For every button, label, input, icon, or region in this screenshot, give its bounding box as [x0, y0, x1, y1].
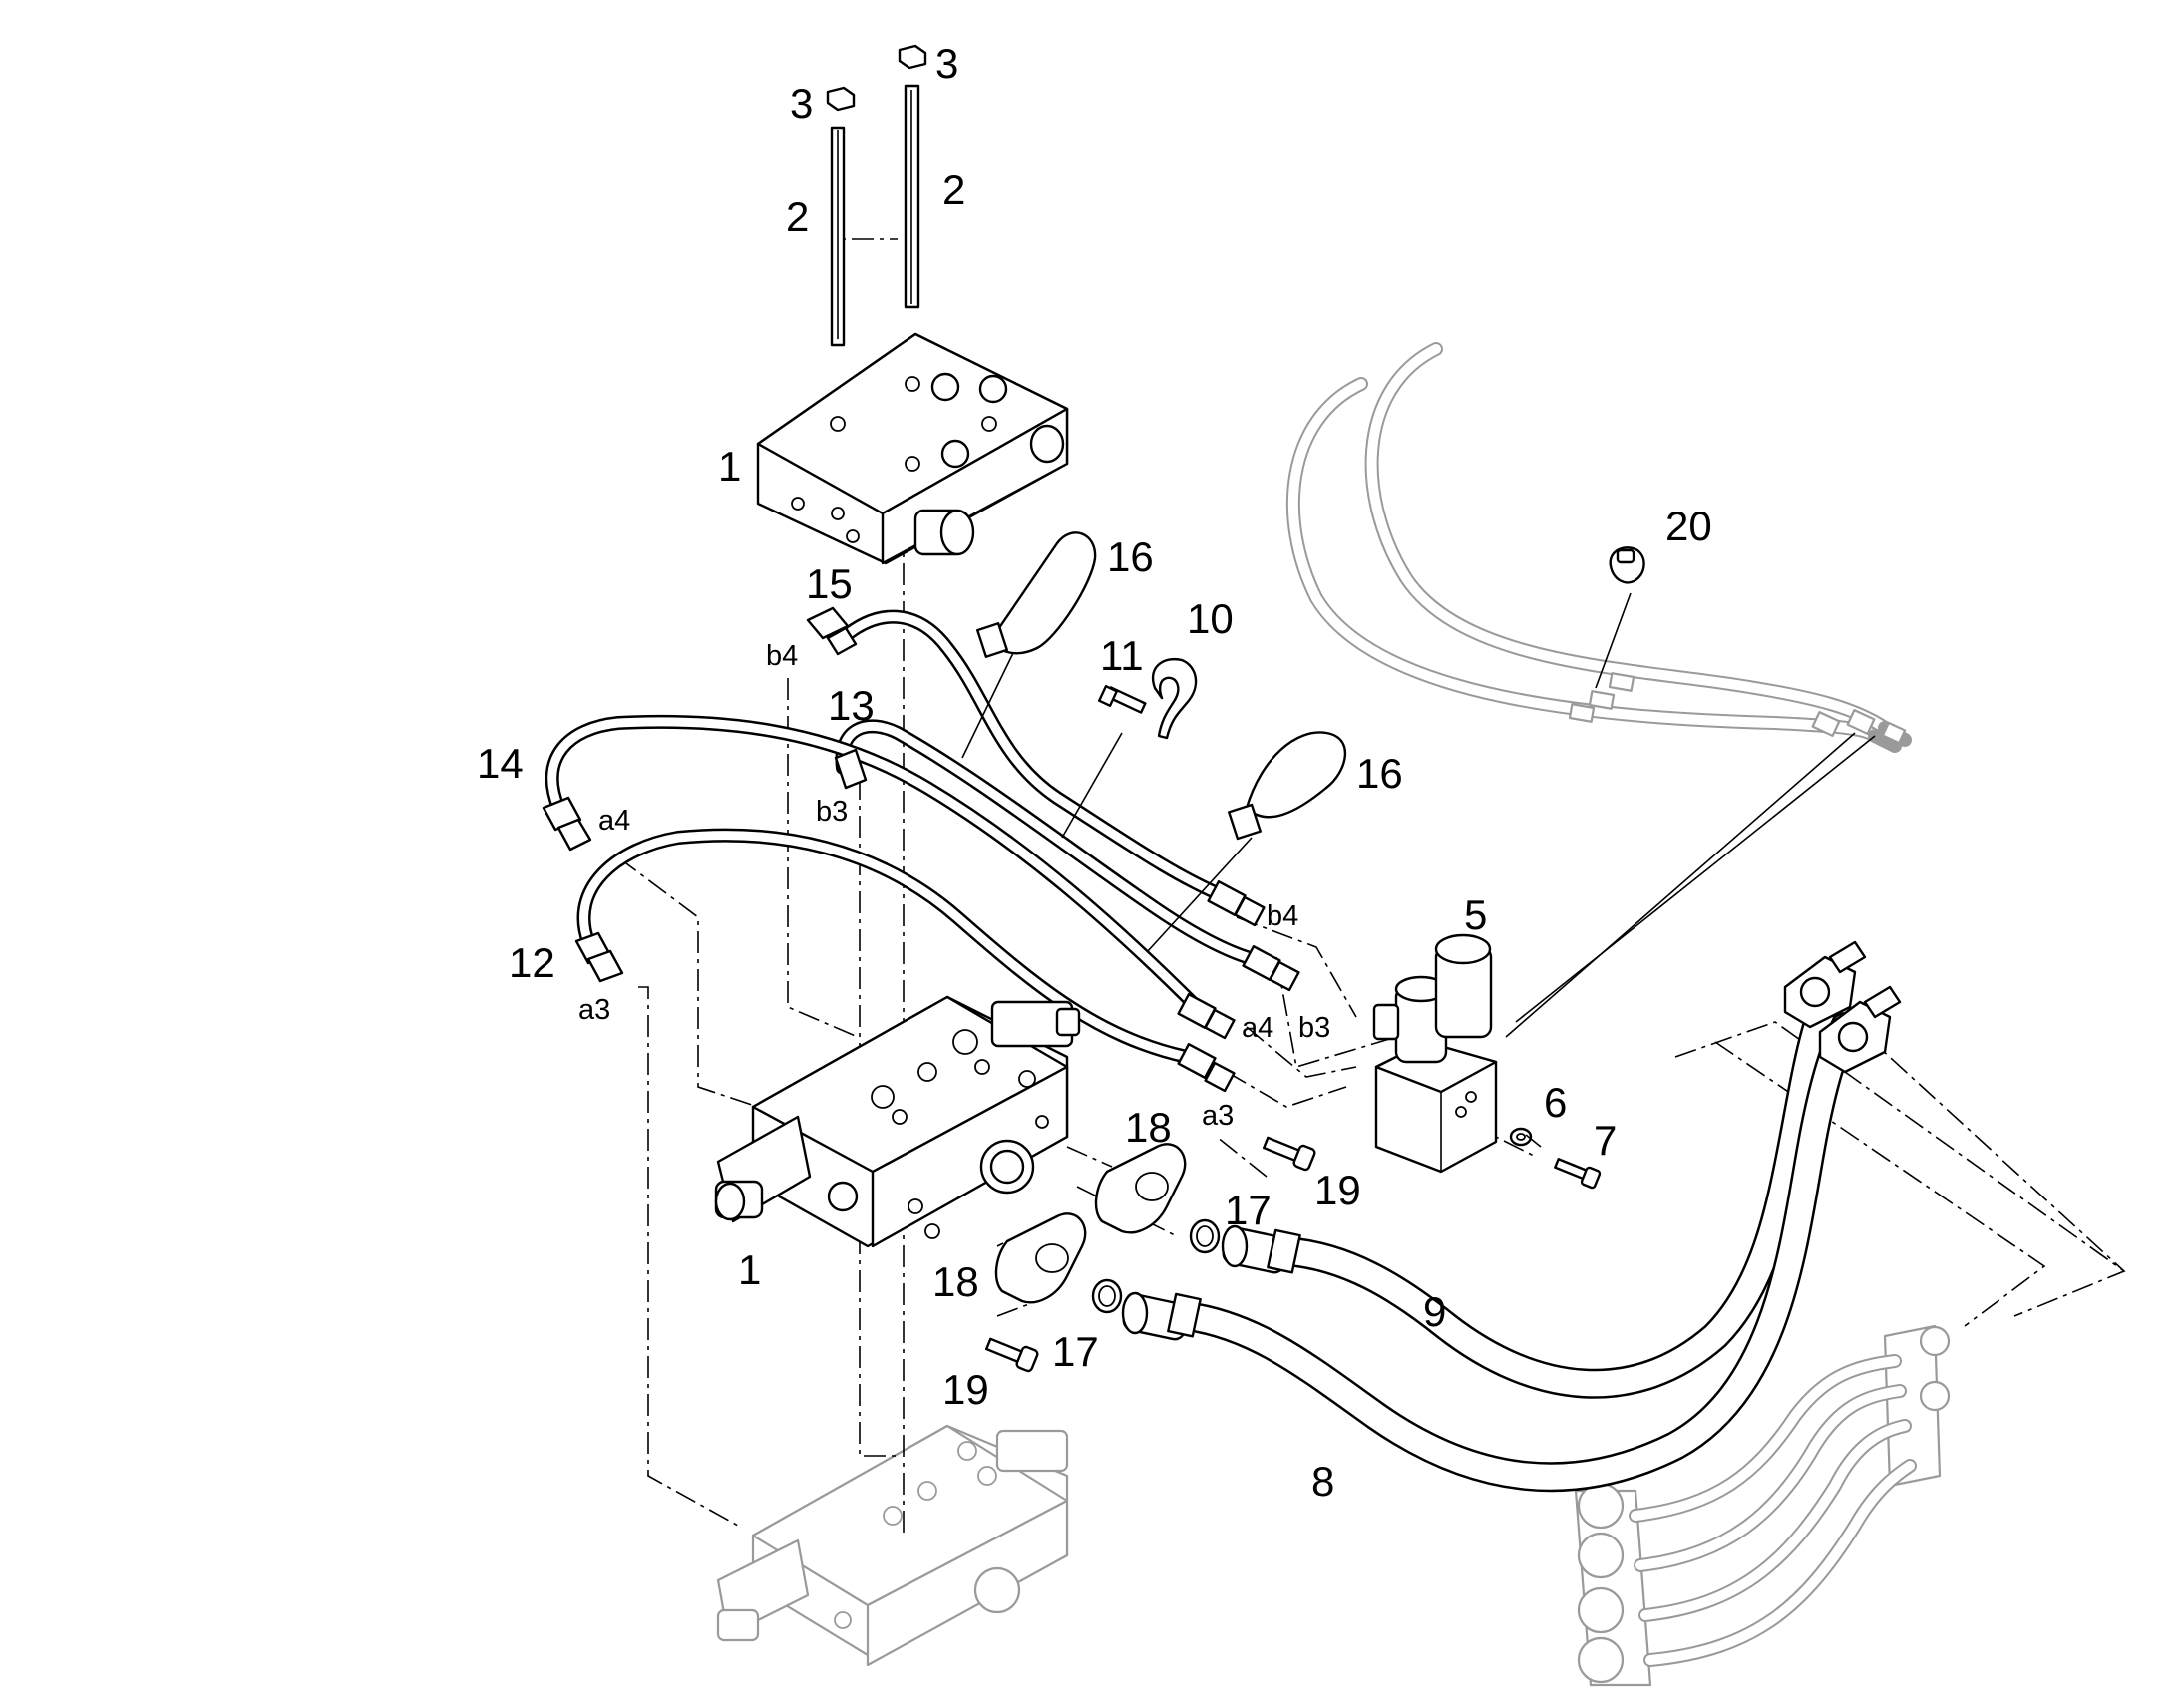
port-label-b4-top: b4 [766, 640, 798, 672]
callout-8: 8 [1311, 1458, 1334, 1505]
callout-16-top: 16 [1107, 533, 1154, 580]
callout-2-right: 2 [942, 167, 965, 213]
stud-right [904, 84, 920, 309]
valve-block-main [714, 995, 1081, 1248]
ghost-reference-valve-block-bottom [716, 1424, 1069, 1667]
split-flange-upper [1094, 1143, 1187, 1234]
large-hose-9 [1272, 967, 1850, 1399]
callout-19-lower: 19 [942, 1366, 989, 1413]
callout-3-left: 3 [790, 80, 813, 127]
callout-14: 14 [477, 740, 524, 787]
callout-numbers: 1 1 2 2 3 3 5 6 7 8 9 10 11 12 13 14 15 … [477, 40, 1712, 1505]
hose-15 [836, 609, 1234, 904]
callout-6: 6 [1544, 1079, 1567, 1126]
large-hose-fittings [1121, 940, 1902, 1341]
nut-left [826, 86, 856, 112]
clamp-screw [1097, 685, 1147, 714]
hose-14 [545, 714, 1204, 1014]
hose-clamp-upper [976, 531, 1097, 658]
washer [1509, 1127, 1533, 1147]
split-flange-lower [994, 1212, 1087, 1304]
ghost-reference-distributor-bottom-right [1574, 1324, 1951, 1687]
callout-1-bottom: 1 [738, 1246, 761, 1293]
callout-18-upper: 18 [1125, 1104, 1172, 1151]
callout-12: 12 [509, 939, 555, 986]
assembly-center-lines [617, 238, 2126, 1536]
callout-17-lower: 17 [1052, 1328, 1099, 1375]
callout-7: 7 [1594, 1117, 1617, 1164]
o-ring-lower [1091, 1278, 1123, 1314]
callout-18-lower: 18 [932, 1258, 979, 1305]
stud-left [830, 126, 846, 347]
callout-16-middle: 16 [1356, 750, 1403, 797]
port-label-b3-left: b3 [816, 796, 848, 828]
callout-1-top: 1 [718, 443, 741, 490]
callout-10: 10 [1187, 595, 1234, 642]
p-clamp [1151, 657, 1198, 740]
port-label-a4-left: a4 [598, 805, 630, 837]
callout-17-upper: 17 [1225, 1187, 1272, 1233]
large-hose-8 [1172, 1012, 1860, 1493]
callout-11: 11 [1100, 632, 1144, 679]
callout-3-right: 3 [935, 40, 958, 87]
hose-clamp-middle [1228, 731, 1346, 841]
callout-13: 13 [828, 682, 875, 729]
port-label-b4-right: b4 [1267, 900, 1298, 932]
port-label-a3-left: a3 [578, 994, 610, 1026]
callout-20: 20 [1665, 503, 1712, 549]
callout-15: 15 [806, 560, 853, 607]
port-label-a3-right: a3 [1202, 1100, 1234, 1132]
callout-5: 5 [1464, 891, 1487, 938]
valve-screw [1554, 1158, 1602, 1190]
callout-9: 9 [1423, 1288, 1446, 1335]
o-ring-upper [1189, 1218, 1221, 1254]
callout-19-upper: 19 [1314, 1167, 1361, 1213]
nut-right [898, 44, 927, 70]
port-labels: b4 b3 a4 a3 b4 a4 b3 a3 [578, 640, 1330, 1132]
leader-lines [961, 592, 1876, 1148]
flange-bolt-lower [985, 1337, 1039, 1373]
ghost-reference-hoses-upper-right [1285, 342, 1912, 753]
hose-13 [835, 719, 1273, 969]
solenoid-valve [1372, 933, 1498, 1174]
valve-block-top [756, 332, 1069, 565]
flange-bolt-upper [1263, 1136, 1316, 1172]
port-label-a4-right: a4 [1242, 1012, 1273, 1044]
callout-2-left: 2 [786, 193, 809, 240]
hose-clip [1609, 546, 1645, 584]
hose-fittings [542, 606, 1300, 1093]
port-label-b3-right: b3 [1298, 1012, 1330, 1044]
